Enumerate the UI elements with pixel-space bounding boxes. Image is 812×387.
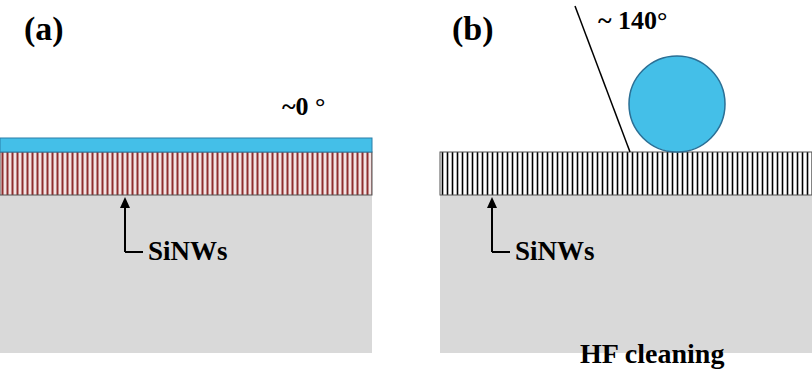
leader-line (124, 206, 126, 252)
arrow-head (120, 197, 130, 208)
leader-line (125, 251, 143, 253)
leader-line (491, 206, 493, 252)
panel-label: (a) (24, 12, 64, 46)
substrate (440, 195, 812, 353)
caption-label: HF cleaning (580, 340, 724, 368)
nanowire-layer (0, 152, 372, 195)
substrate (0, 195, 372, 353)
water-droplet (629, 56, 725, 152)
arrow-head (487, 197, 497, 208)
water-film (0, 138, 372, 152)
part-label: SiNWs (515, 238, 595, 265)
nanowire-layer (440, 152, 812, 195)
leader-line (492, 251, 510, 253)
angle-label: ~0 ° (282, 94, 325, 120)
panel-label: (b) (452, 12, 494, 46)
part-label: SiNWs (148, 238, 228, 265)
angle-label: ~ 140° (598, 8, 667, 34)
